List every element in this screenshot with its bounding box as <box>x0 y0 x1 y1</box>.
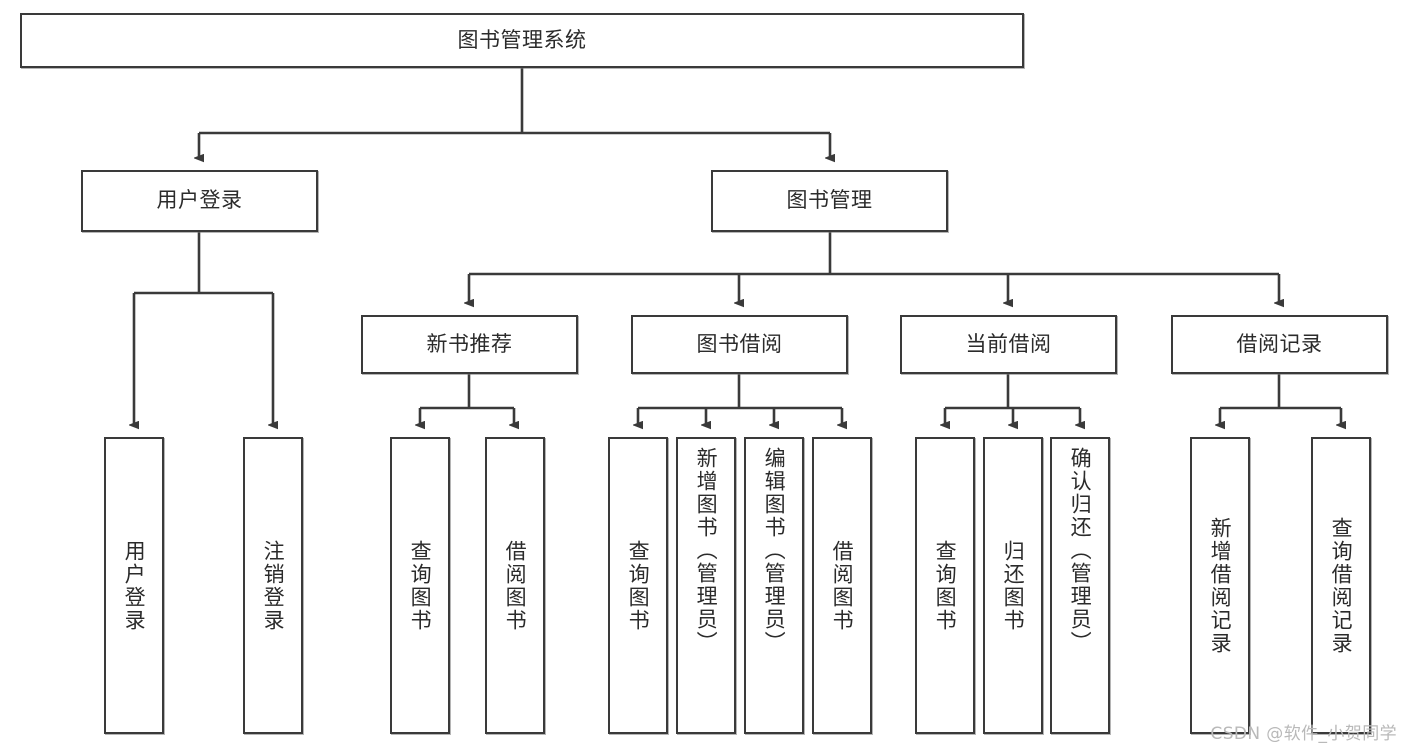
node-current-borrow-label: 当前借阅 <box>965 331 1052 356</box>
csdn-watermark: CSDN @软件_小贺同学 <box>1210 724 1397 744</box>
leaf-node[interactable]: 新增借阅记录 <box>1190 437 1250 734</box>
node-book-borrow-label: 图书借阅 <box>696 331 783 356</box>
leaf-node-label: 查询图书 <box>626 539 651 632</box>
node-user-login-label: 用户登录 <box>156 188 243 213</box>
node-book-borrow[interactable]: 图书借阅 <box>631 315 848 374</box>
leaf-node[interactable]: 归还图书 <box>983 437 1043 734</box>
leaf-node[interactable]: 编辑图书（管理员） <box>744 437 804 734</box>
node-root[interactable]: 图书管理系统 <box>20 13 1024 68</box>
leaf-node[interactable]: 用户登录 <box>104 437 164 734</box>
leaf-node[interactable]: 确认归还（管理员） <box>1050 437 1110 734</box>
leaf-node[interactable]: 借阅图书 <box>812 437 872 734</box>
node-new-book-recommend[interactable]: 新书推荐 <box>361 315 578 374</box>
leaf-node-label: 用户登录 <box>122 539 147 632</box>
node-new-book-recommend-label: 新书推荐 <box>426 331 513 356</box>
leaf-node-label: 查询图书 <box>408 539 433 632</box>
leaf-node[interactable]: 新增图书（管理员） <box>676 437 736 734</box>
leaf-node-label: 查询借阅记录 <box>1329 516 1354 655</box>
leaf-node-label: 归还图书 <box>1001 539 1026 632</box>
node-book-management-label: 图书管理 <box>786 188 873 213</box>
leaf-node-label: 注销登录 <box>261 539 286 632</box>
leaf-node[interactable]: 借阅图书 <box>485 437 545 734</box>
leaf-node-label: 确认归还（管理员） <box>1068 447 1093 654</box>
node-root-label: 图书管理系统 <box>457 27 587 52</box>
leaf-node-label: 借阅图书 <box>503 539 528 632</box>
leaf-node-label: 新增借阅记录 <box>1208 516 1233 655</box>
node-current-borrow[interactable]: 当前借阅 <box>900 315 1117 374</box>
node-user-login[interactable]: 用户登录 <box>81 170 318 232</box>
leaf-node[interactable]: 查询图书 <box>390 437 450 734</box>
node-borrow-record-label: 借阅记录 <box>1236 331 1323 356</box>
leaf-node-label: 查询图书 <box>933 539 958 632</box>
node-borrow-record[interactable]: 借阅记录 <box>1171 315 1388 374</box>
leaf-node-label: 新增图书（管理员） <box>694 447 719 654</box>
leaf-node-label: 编辑图书（管理员） <box>762 447 787 654</box>
node-book-management[interactable]: 图书管理 <box>711 170 948 232</box>
leaf-node-label: 借阅图书 <box>830 539 855 632</box>
leaf-node[interactable]: 注销登录 <box>243 437 303 734</box>
leaf-node[interactable]: 查询图书 <box>608 437 668 734</box>
leaf-node[interactable]: 查询图书 <box>915 437 975 734</box>
leaf-node[interactable]: 查询借阅记录 <box>1311 437 1371 734</box>
